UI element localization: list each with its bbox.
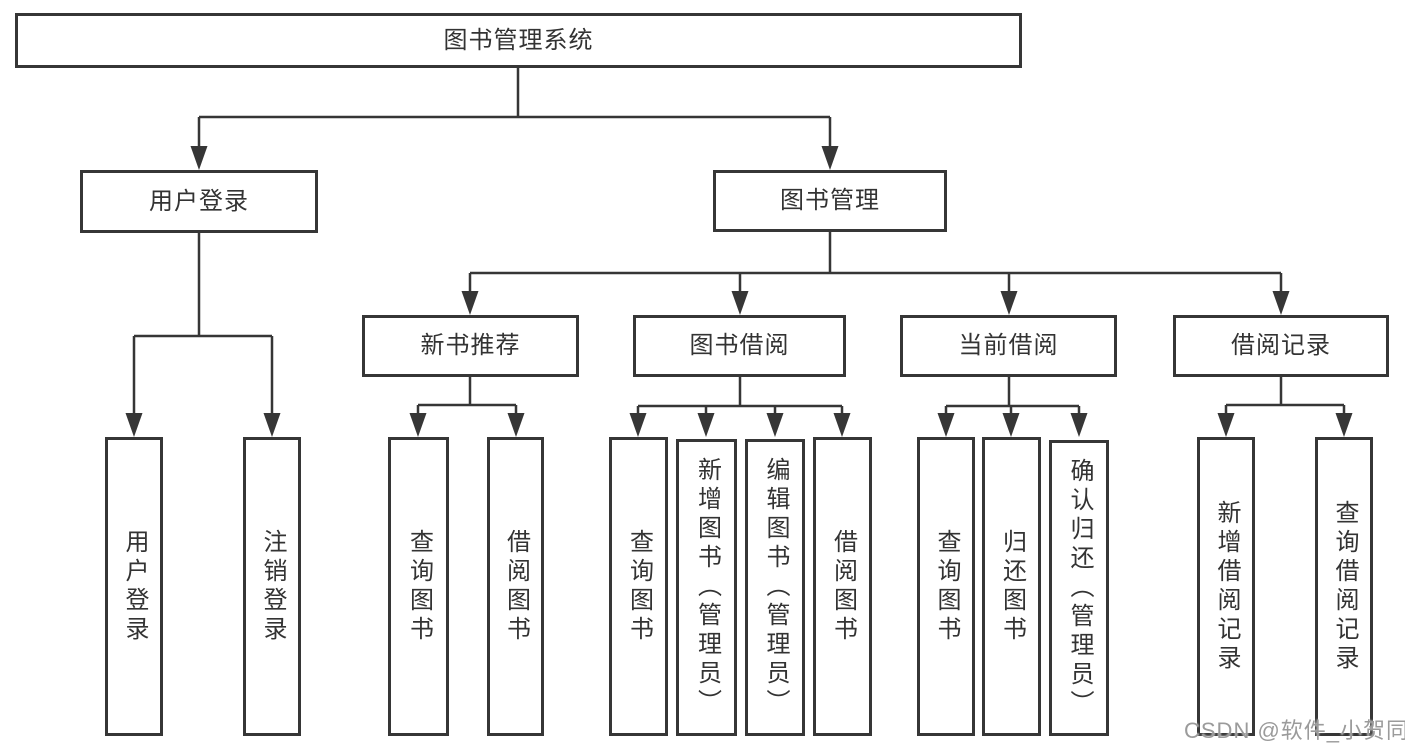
leaf-query-borrow-record: 查询借阅记录 (1315, 437, 1373, 736)
leaf-confirm-return-admin: 确认归还（管理员） (1049, 440, 1109, 736)
node-new-book-recommend: 新书推荐 (362, 315, 579, 377)
node-library-management-system: 图书管理系统 (15, 13, 1022, 68)
leaf-edit-books-admin: 编辑图书（管理员） (745, 439, 805, 736)
leaf-borrow-books: 借阅图书 (813, 437, 872, 736)
leaf-user-login: 用户登录 (105, 437, 163, 736)
leaf-return-books: 归还图书 (982, 437, 1041, 736)
node-book-management: 图书管理 (713, 170, 947, 232)
node-book-borrow: 图书借阅 (633, 315, 846, 377)
leaf-add-books-admin: 新增图书（管理员） (676, 439, 737, 736)
leaf-recommend-borrow-books: 借阅图书 (487, 437, 544, 736)
leaf-borrow-query-books: 查询图书 (609, 437, 668, 736)
csdn-watermark: CSDN @软件_小贺同学 (1184, 718, 1405, 743)
leaf-current-query-books: 查询图书 (917, 437, 975, 736)
arrowhead-icons (125, 146, 1353, 437)
leaf-logout: 注销登录 (243, 437, 301, 736)
node-borrow-records: 借阅记录 (1173, 315, 1389, 377)
node-current-borrow: 当前借阅 (900, 315, 1117, 377)
leaf-add-borrow-record: 新增借阅记录 (1197, 437, 1255, 736)
node-user-login: 用户登录 (80, 170, 318, 233)
leaf-recommend-query-books: 查询图书 (388, 437, 449, 736)
